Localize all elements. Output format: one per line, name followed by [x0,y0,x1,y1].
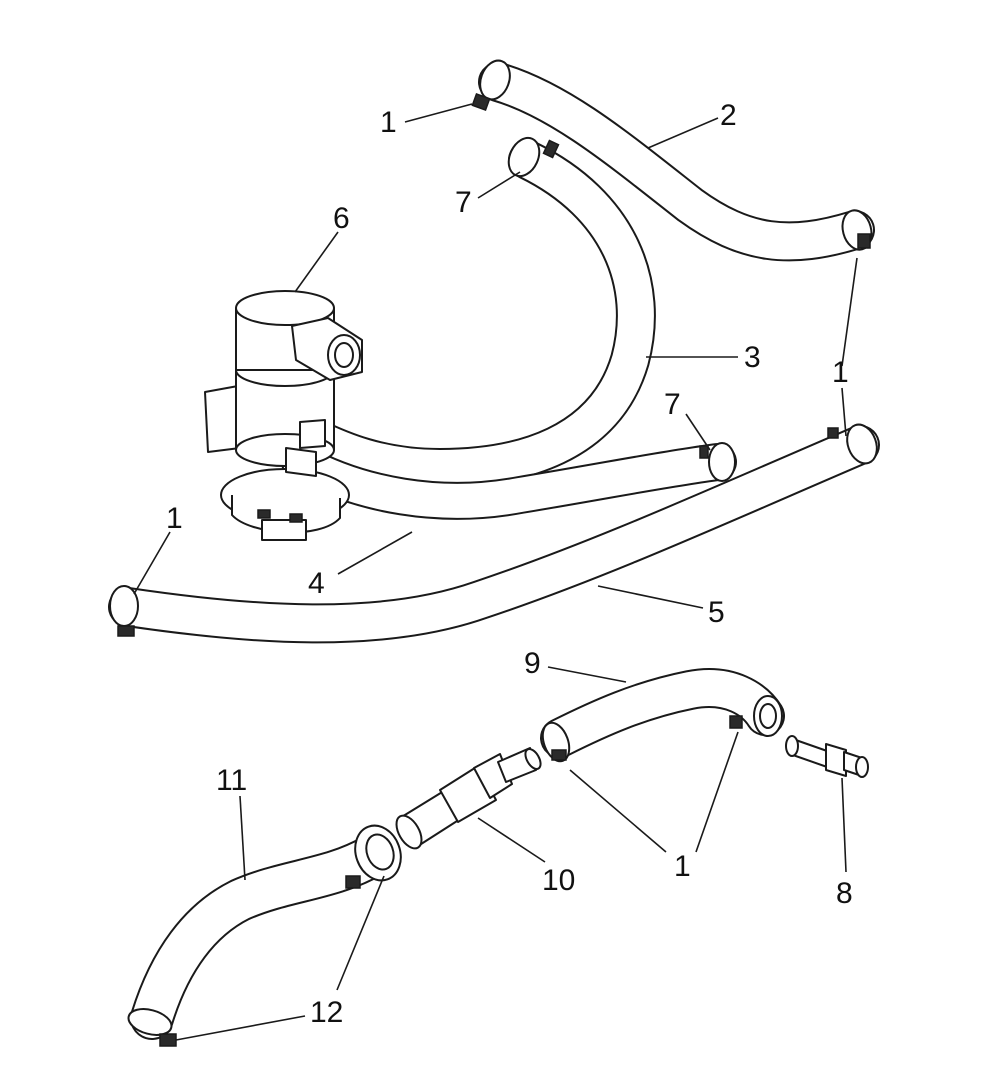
clamp-icon [159,875,361,1047]
callout-9: 9 [524,647,541,680]
callout-11: 11 [216,764,247,797]
clamp-icon [117,427,839,637]
hose-part-9 [540,668,785,763]
hose-part-11 [127,824,402,1040]
callout-1: 1 [380,106,397,139]
fitting-part-8 [785,735,869,778]
callout-1: 1 [832,356,849,389]
connector-part-10 [395,747,542,850]
clamp-icon [551,715,743,761]
callout-1: 1 [674,850,691,883]
callout-10: 10 [542,864,575,897]
hose-part-5 [108,423,880,644]
clamp-icon [542,139,560,159]
valve-part-6 [204,290,363,541]
callout-6: 6 [333,202,350,235]
callout-7: 7 [664,388,681,421]
clamp-icon [699,445,709,459]
callout-4: 4 [308,567,325,600]
hose-part-4 [281,442,737,520]
callout-12: 12 [310,996,343,1029]
callout-labels: 1 1 1 1 2 3 4 5 6 7 7 8 9 10 11 12 [166,99,853,1029]
callout-8: 8 [836,877,853,910]
hose-part-3 [295,136,656,488]
callout-1: 1 [166,502,183,535]
callout-2: 2 [720,99,737,132]
callout-7: 7 [455,186,472,219]
callout-3: 3 [744,341,761,374]
callout-5: 5 [708,596,725,629]
clamp-icon [471,93,871,249]
hose-part-2 [478,59,875,262]
leader-lines [133,103,858,1041]
